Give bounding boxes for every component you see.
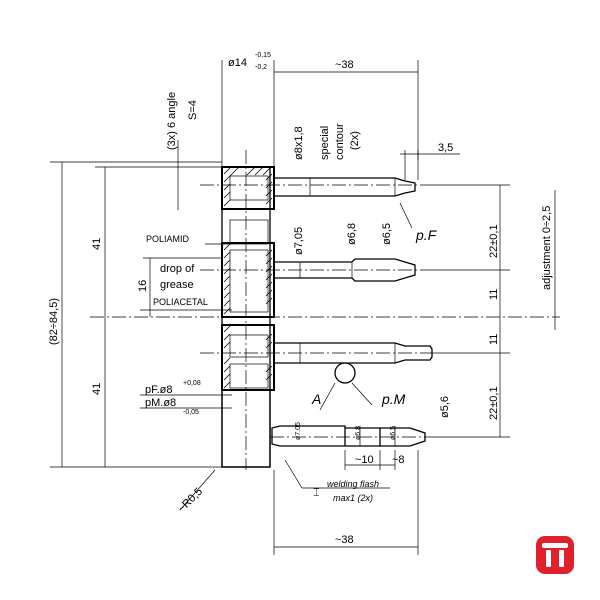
label-adjustment: adjustment 0÷2,5 — [541, 206, 553, 290]
label-pM: p.M — [381, 391, 406, 407]
dim-overall: (82÷84,5) — [48, 298, 60, 345]
dim-10: ~10 — [355, 454, 374, 466]
dimension-lines — [50, 60, 556, 555]
pin-mid — [274, 258, 416, 282]
hinge-body — [221, 166, 275, 468]
dim-8: ~8 — [392, 454, 405, 466]
dim-41-bottom: 41 — [91, 383, 103, 395]
small-pin-label-2: ø6.8 — [355, 426, 362, 440]
label-drop-of: drop of — [160, 263, 195, 275]
dim-length-38-bottom: ~38 — [335, 534, 354, 546]
dim-radius: ~R0,5 — [176, 486, 205, 515]
company-logo-icon — [536, 536, 574, 574]
dim-41-top: 41 — [91, 238, 103, 250]
angle-label-2: S=4 — [187, 100, 199, 120]
special-contour-1: special — [319, 126, 331, 160]
pin-detail: ø7.05 ø6.8 ø6.5 — [271, 422, 426, 447]
label-pF-dia: pF.ø8 — [145, 384, 173, 396]
dim-22-top: 22±0,1 — [488, 224, 500, 258]
dim-16: 16 — [137, 280, 149, 292]
dim-diameter-7-05: ø7,05 — [293, 227, 305, 255]
label-A: A — [311, 391, 321, 407]
label-pF: p.F — [415, 227, 438, 243]
label-pF-dia-tol: +0,08 — [183, 380, 201, 387]
special-contour-3: (2x) — [349, 131, 361, 150]
dim-length-38-top: ~38 — [335, 59, 354, 71]
dim-diameter-5-6: ø5,6 — [439, 396, 451, 418]
label-pM-dia: pM.ø8 — [145, 397, 176, 409]
dim-diameter-6-8: ø6,8 — [346, 223, 358, 245]
dim-diameter-14: ø14 — [228, 57, 247, 69]
small-pin-label-1: ø7.05 — [295, 422, 302, 440]
dim-11-b: 11 — [488, 334, 500, 345]
label-grease: grease — [160, 279, 194, 291]
label-weld-1: welding flash — [327, 479, 379, 489]
dimension-labels: ø14 -0,15 -0,2 ~38 (3x) 6 angle S=4 ø8x1… — [48, 52, 553, 546]
angle-label-1: (3x) 6 angle — [166, 92, 178, 150]
label-pM-dia-tol: -0,05 — [183, 409, 199, 416]
dim-diameter-14-tol-up: -0,15 — [255, 52, 271, 59]
dim-diameter-6-5: ø6,5 — [381, 223, 393, 245]
section-hatching — [223, 166, 273, 389]
dim-diameter-8x18: ø8x1,8 — [293, 126, 305, 160]
pin-top — [274, 177, 416, 197]
special-contour-2: contour — [334, 123, 346, 160]
label-poliamid: POLIAMID — [146, 234, 190, 244]
label-weld-2: max1 (2x) — [333, 493, 373, 503]
dim-22-bottom: 22±0,1 — [488, 386, 500, 420]
dim-diameter-14-tol-low: -0,2 — [255, 64, 267, 71]
label-poliacetal: POLIACETAL — [153, 297, 208, 307]
pin-bottom — [274, 342, 433, 384]
dim-11-a: 11 — [488, 289, 500, 300]
weld-symbol: ⌶ — [313, 487, 320, 499]
dim-3-5: 3,5 — [438, 142, 453, 154]
small-pin-label-3: ø6.5 — [390, 426, 397, 440]
